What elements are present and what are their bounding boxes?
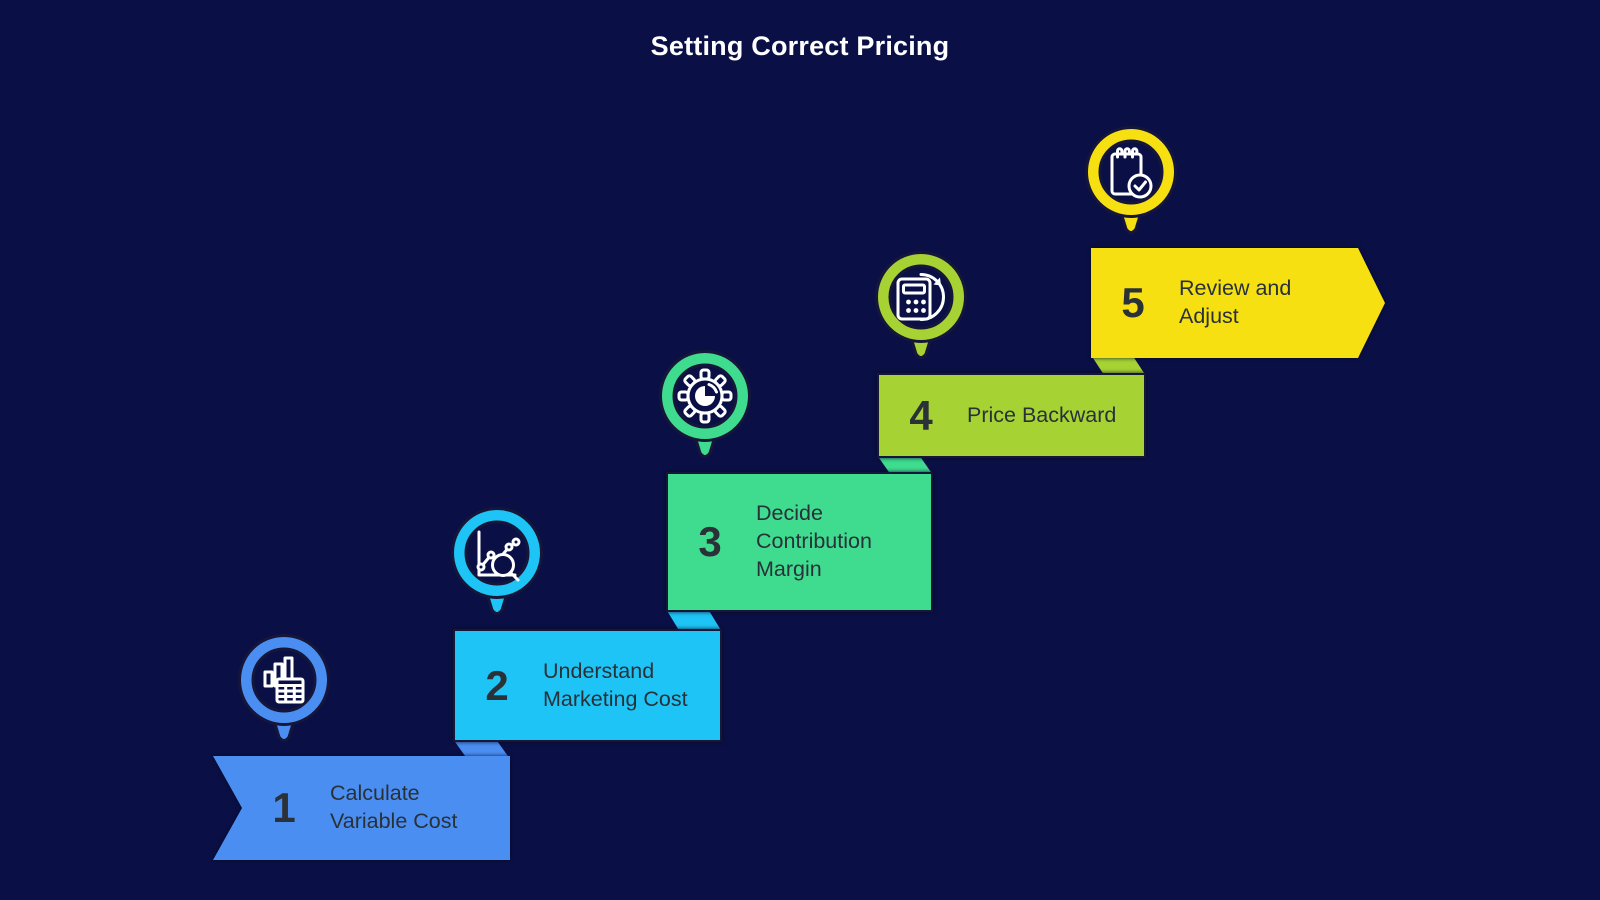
step-1-banner: 1 Calculate Variable Cost: [213, 756, 510, 860]
ribbon-fold-step2-step3: [666, 609, 722, 632]
page-title: Setting Correct Pricing: [650, 31, 950, 61]
ribbon-fold-step1-step2: [453, 739, 510, 759]
step-2-banner: 2 Understand Marketing Cost: [453, 629, 722, 742]
step-3-label: Decide Contribution Margin: [756, 501, 872, 581]
step-2-pin-badge: [445, 503, 549, 636]
step-5-number: 5: [1121, 279, 1145, 326]
ribbon-fold-step4-step5: [1091, 355, 1146, 376]
step-2-label: Understand Marketing Cost: [543, 658, 688, 711]
step-1-number: 1: [272, 784, 296, 831]
step-4-pin-badge: [869, 247, 973, 380]
step-4-number: 4: [909, 391, 933, 439]
step-5-label: Review and Adjust: [1179, 276, 1292, 328]
step-3-pin-badge: [653, 346, 757, 479]
step-3-number: 3: [698, 518, 722, 565]
bar-chart-calculator-icon: [238, 634, 330, 742]
step-4-banner: 4 Price Backward: [877, 373, 1146, 458]
step-3-banner: 3 Decide Contribution Margin: [666, 472, 933, 612]
notepad-check-icon: [1085, 126, 1177, 234]
step-5-banner: 5 Review and Adjust: [1091, 248, 1385, 358]
step-5-pin-badge: [1079, 122, 1183, 255]
calculator-sync-icon: [875, 251, 967, 359]
step-2-number: 2: [485, 661, 509, 709]
step-4-label: Price Backward: [967, 402, 1117, 427]
ribbon-fold-step3-step4: [877, 455, 933, 475]
step-1-label: Calculate Variable Cost: [330, 781, 458, 833]
line-chart-magnifier-icon: [451, 507, 543, 615]
gear-pie-chart-icon: [659, 350, 751, 458]
step-1-pin-badge: [232, 630, 336, 763]
